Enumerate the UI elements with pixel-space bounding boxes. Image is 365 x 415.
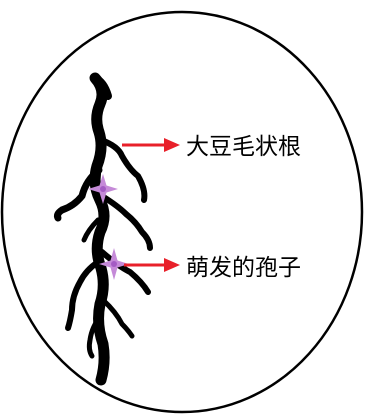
label-root-hair: 大豆毛状根 [186, 134, 301, 160]
label-germinating-spore: 萌发的孢子 [186, 255, 301, 281]
